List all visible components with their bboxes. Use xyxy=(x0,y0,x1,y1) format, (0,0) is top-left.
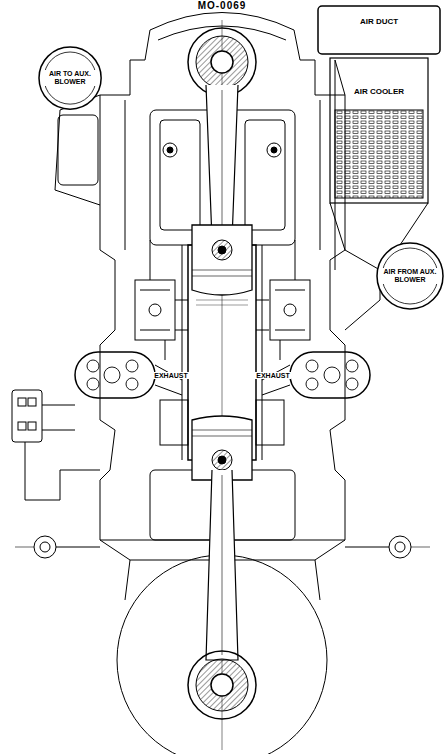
part-label: AIR COOLER xyxy=(353,88,405,97)
duct-box: AIR DUCT xyxy=(324,13,434,31)
part-label: AIR TO AUX. BLOWER xyxy=(43,70,97,85)
duct-box: AIR COOLER xyxy=(339,84,419,100)
part-label: AIR DUCT xyxy=(359,18,399,27)
air-port-circle: AIR TO AUX. BLOWER xyxy=(38,46,102,110)
flow-label: EXHAUST xyxy=(255,372,290,379)
part-label: AIR FROM AUX. BLOWER xyxy=(381,268,439,283)
flow-label: EXHAUST xyxy=(153,372,188,379)
drawing-number: MO-0069 xyxy=(198,0,247,11)
air-port-circle: AIR FROM AUX. BLOWER xyxy=(376,242,444,310)
